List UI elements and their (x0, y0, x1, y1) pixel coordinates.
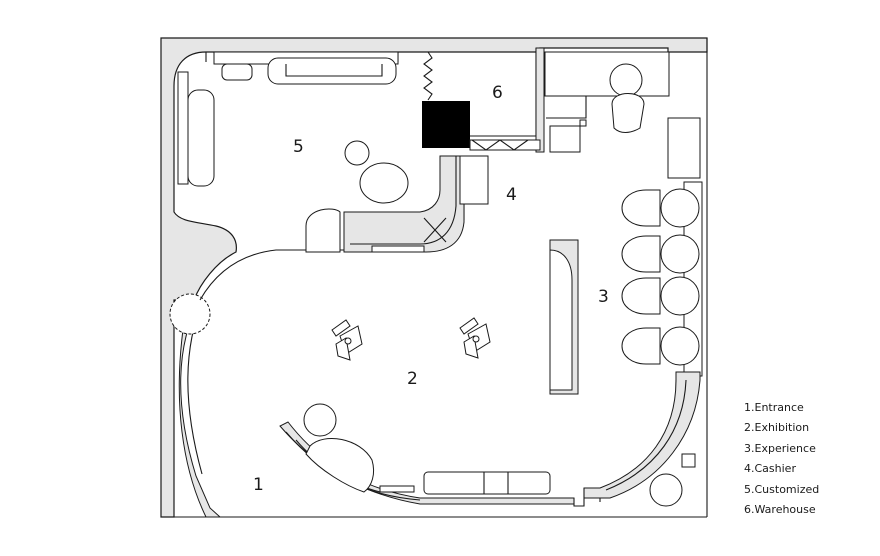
top-cabinets (213, 51, 399, 85)
zone-number-2: 2 (407, 369, 418, 389)
experience-bar (549, 239, 579, 395)
right-curved-wall (583, 371, 701, 499)
legend-item-warehouse: 6.Warehouse (744, 503, 816, 517)
warehouse-chair (609, 63, 645, 133)
stool (649, 473, 683, 507)
zone-number-1: 1 (253, 475, 264, 495)
entrance-plant-icon (169, 293, 211, 335)
customized-sofa (177, 71, 215, 187)
zone-number-3: 3 (598, 287, 609, 307)
bottom-wall-stub (573, 488, 585, 507)
experience-seating (621, 188, 700, 366)
display-table-right (459, 317, 491, 359)
zone-number-4: 4 (506, 185, 517, 205)
right-wall-panels (667, 117, 703, 377)
warehouse-walls (469, 47, 670, 153)
legend-item-cashier: 4.Cashier (744, 462, 796, 476)
lounge-chairs (303, 403, 375, 493)
structural-column (422, 101, 470, 148)
legend-item-exhibition: 2.Exhibition (744, 421, 810, 435)
display-table-left (331, 319, 363, 361)
bottom-bench (423, 471, 551, 495)
cashier-counter (305, 155, 489, 253)
zone-number-5: 5 (293, 137, 304, 157)
legend-item-entrance: 1.Entrance (744, 401, 804, 414)
legend-item-customized: 5.Customized (744, 482, 820, 496)
zone-number-6: 6 (492, 83, 503, 103)
legend: 1.Entrance 2.Exhibition 3.Experience 4.C… (744, 398, 819, 520)
curtain (423, 51, 433, 101)
fixture-square (681, 453, 696, 468)
customized-tables (344, 140, 409, 204)
legend-item-experience: 3.Experience (744, 441, 816, 455)
